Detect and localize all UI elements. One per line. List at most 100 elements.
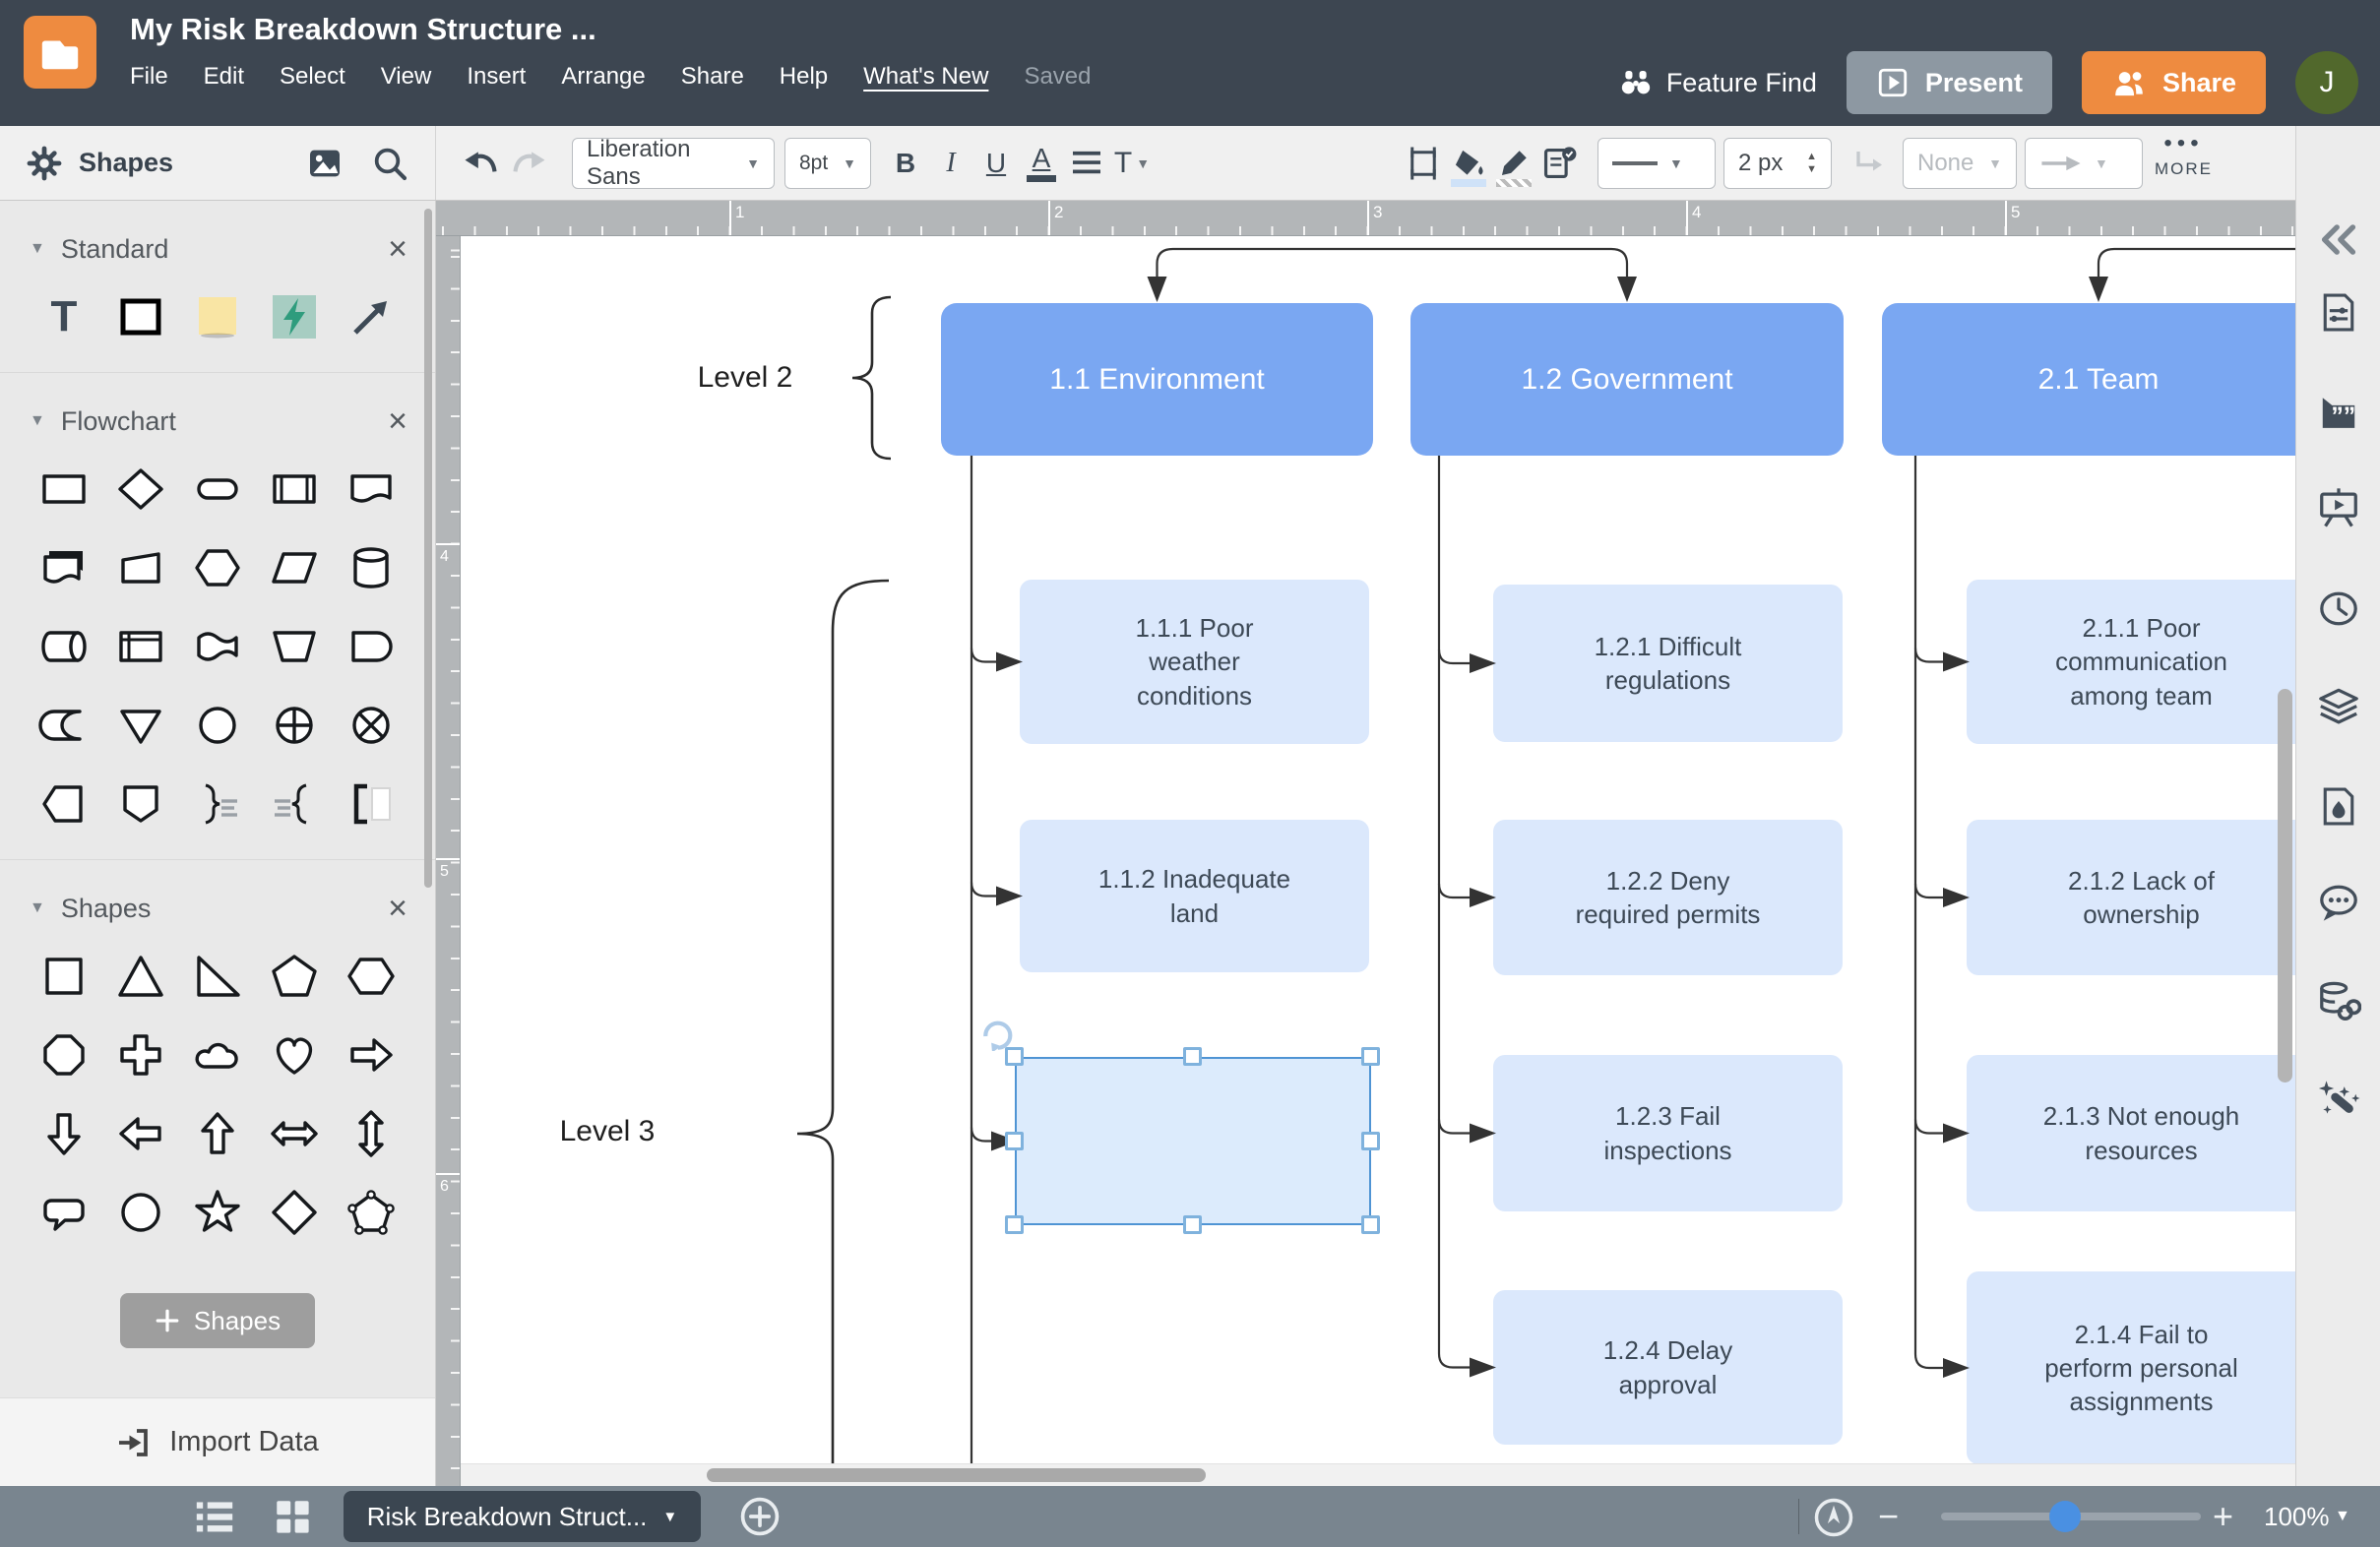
- octagon-shape[interactable]: [33, 1029, 94, 1081]
- selected-new-shape[interactable]: [983, 1021, 1380, 1234]
- arrow-up-shape[interactable]: [187, 1108, 248, 1159]
- shape-data-button[interactable]: [1536, 138, 1582, 189]
- text-options-button[interactable]: T▼: [1113, 146, 1151, 179]
- menu-file[interactable]: File: [130, 63, 168, 90]
- font-size-select[interactable]: 8pt ▼: [784, 137, 871, 189]
- gear-icon[interactable]: [26, 145, 63, 182]
- process-shape[interactable]: [33, 464, 94, 515]
- close-icon[interactable]: ×: [388, 230, 407, 268]
- app-logo[interactable]: [24, 16, 96, 89]
- vertical-scroll-thumb[interactable]: [2278, 689, 2292, 1083]
- triangle-shape[interactable]: [110, 951, 171, 1002]
- present-button[interactable]: Present: [1846, 51, 2052, 114]
- resize-handle[interactable]: [1183, 1215, 1202, 1234]
- preparation-shape[interactable]: [187, 542, 248, 593]
- or-junction-shape[interactable]: [264, 700, 325, 751]
- bracket-note-shape[interactable]: [341, 778, 402, 830]
- search-icon[interactable]: [370, 144, 409, 183]
- predefined-process-shape[interactable]: [264, 464, 325, 515]
- resize-handle[interactable]: [1005, 1131, 1024, 1150]
- menu-what-s-new[interactable]: What's New: [863, 63, 989, 90]
- import-data-button[interactable]: Import Data: [0, 1397, 435, 1486]
- polygon-shape[interactable]: [341, 1187, 402, 1238]
- menu-view[interactable]: View: [380, 63, 432, 90]
- heart-shape[interactable]: [264, 1029, 325, 1081]
- diagram-node-1.1[interactable]: 1.1 Environment: [941, 303, 1373, 456]
- stored-data-shape[interactable]: [33, 700, 94, 751]
- page-style-icon[interactable]: [2317, 784, 2360, 835]
- star-shape[interactable]: [187, 1187, 248, 1238]
- avatar[interactable]: J: [2295, 51, 2358, 114]
- cross-shape[interactable]: [110, 1029, 171, 1081]
- delay-shape[interactable]: [341, 621, 402, 672]
- tape-shape[interactable]: [187, 621, 248, 672]
- revision-history-icon[interactable]: [2316, 588, 2361, 635]
- section-caret-icon[interactable]: ▼: [30, 412, 45, 429]
- add-shapes-button[interactable]: Shapes: [120, 1293, 315, 1348]
- arrow-right-shape[interactable]: [341, 1029, 402, 1081]
- pan-to-content-button[interactable]: [1813, 1497, 1854, 1538]
- rotate-handle-icon[interactable]: [977, 1012, 1017, 1056]
- resize-handle[interactable]: [1361, 1215, 1380, 1234]
- document-list-icon[interactable]: [193, 1497, 236, 1536]
- text-align-button[interactable]: [1064, 138, 1109, 189]
- comments-icon[interactable]: [2316, 882, 2361, 930]
- diagram-node-1.2[interactable]: 1.2 Government: [1410, 303, 1844, 456]
- right-triangle-shape[interactable]: [187, 951, 248, 1002]
- page-tab[interactable]: Risk Breakdown Struct... ▼: [344, 1491, 701, 1542]
- zoom-out-button[interactable]: −: [1878, 1496, 1900, 1536]
- resize-handle[interactable]: [1361, 1047, 1380, 1066]
- menu-select[interactable]: Select: [280, 63, 345, 90]
- resize-handle[interactable]: [1005, 1215, 1024, 1234]
- bold-button[interactable]: B: [895, 147, 916, 178]
- brace-note-right-shape[interactable]: [187, 778, 248, 830]
- menu-edit[interactable]: Edit: [203, 63, 245, 90]
- arrow-up-down-shape[interactable]: [341, 1108, 402, 1159]
- present-mode-icon[interactable]: [2316, 485, 2361, 535]
- rectangle-shape[interactable]: [110, 291, 171, 342]
- merge-shape[interactable]: [110, 700, 171, 751]
- horizontal-scroll-thumb[interactable]: [707, 1468, 1206, 1482]
- fill-color-button[interactable]: [1446, 138, 1491, 189]
- sticky-note-shape[interactable]: [187, 291, 248, 342]
- connector-type-button[interactable]: [1848, 138, 1893, 189]
- resize-handle[interactable]: [1183, 1047, 1202, 1066]
- add-page-button[interactable]: [738, 1495, 782, 1538]
- sidebar-scrollbar[interactable]: [424, 209, 432, 888]
- database-shape[interactable]: [341, 542, 402, 593]
- direct-data-shape[interactable]: [33, 621, 94, 672]
- section-caret-icon[interactable]: ▼: [30, 240, 45, 257]
- resize-handle[interactable]: [1361, 1131, 1380, 1150]
- line-width-stepper[interactable]: 2 px ▲▼: [1723, 137, 1832, 189]
- cloud-shape[interactable]: [187, 1029, 248, 1081]
- display-shape[interactable]: [33, 778, 94, 830]
- document-title[interactable]: My Risk Breakdown Structure ...: [130, 12, 596, 46]
- arrow-left-shape[interactable]: [110, 1108, 171, 1159]
- hexagon-shape[interactable]: [341, 951, 402, 1002]
- decision-shape[interactable]: [110, 464, 171, 515]
- line-color-button[interactable]: [1491, 138, 1536, 189]
- off-page-connector-shape[interactable]: [110, 778, 171, 830]
- page-settings-icon[interactable]: [2317, 290, 2360, 340]
- arrow-shape[interactable]: [341, 291, 402, 342]
- comment-quote-icon[interactable]: ””: [2316, 394, 2361, 440]
- magic-wand-icon[interactable]: [2316, 1078, 2361, 1128]
- connector-shape[interactable]: [187, 700, 248, 751]
- section-caret-icon[interactable]: ▼: [30, 899, 45, 916]
- summing-junction-shape[interactable]: [341, 700, 402, 751]
- diagram-node-2.1[interactable]: 2.1 Team: [1882, 303, 2295, 456]
- redo-button[interactable]: [505, 138, 550, 189]
- manual-operation-shape[interactable]: [264, 621, 325, 672]
- font-family-select[interactable]: Liberation Sans ▼: [572, 136, 775, 190]
- undo-button[interactable]: [460, 138, 505, 189]
- diamond-shape[interactable]: [264, 1187, 325, 1238]
- zoom-caret-icon[interactable]: ▼: [2335, 1508, 2350, 1524]
- text-shape[interactable]: T: [33, 291, 94, 342]
- level-label-3[interactable]: Level 3: [559, 1115, 656, 1147]
